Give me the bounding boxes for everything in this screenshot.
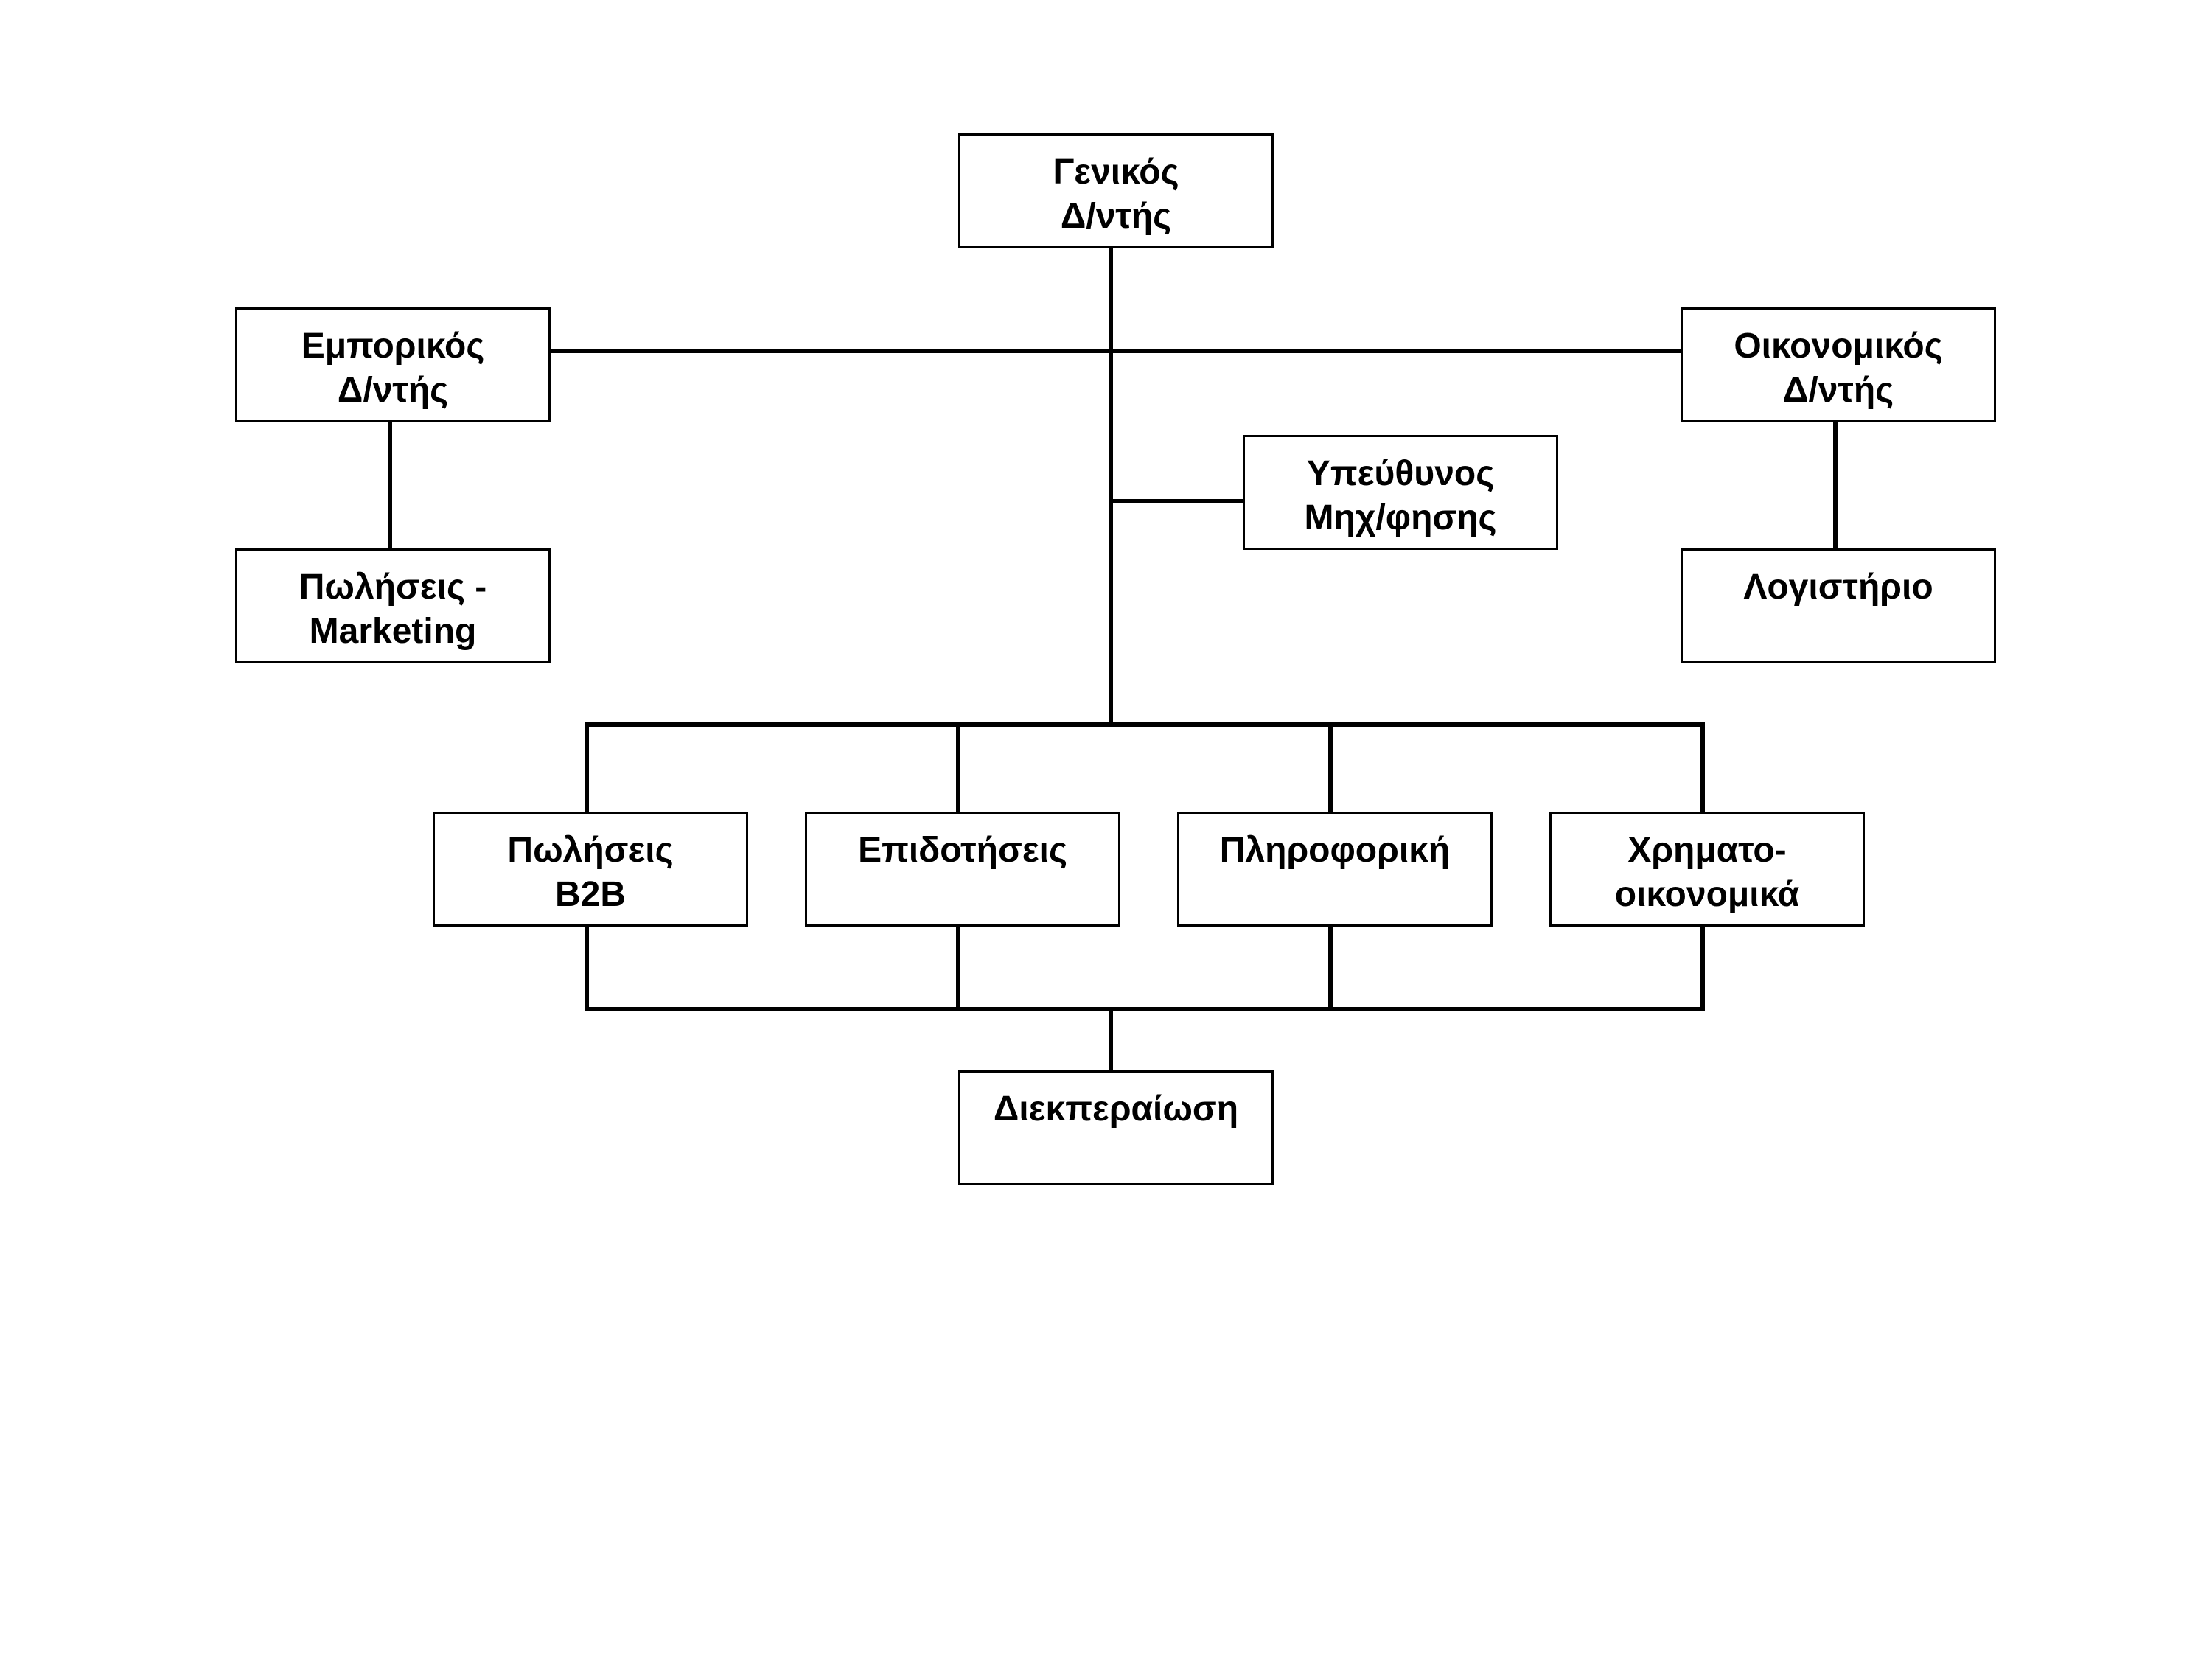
financial-line1: Χρηματο- bbox=[1627, 831, 1787, 870]
accounting-label: Λογιστήριο bbox=[1743, 568, 1933, 607]
financial-director-box: Οικονομικός Δ/ντής bbox=[1681, 307, 1996, 422]
financial-director-line1: Οικονομικός bbox=[1734, 327, 1943, 366]
mechanization-manager-line2: Μηχ/φησης bbox=[1304, 498, 1497, 537]
processing-label: Διεκπεραίωση bbox=[993, 1090, 1239, 1129]
commercial-director-box: Εμπορικός Δ/ντής bbox=[235, 307, 551, 422]
processing-box: Διεκπεραίωση bbox=[958, 1070, 1274, 1185]
mechanization-manager-line1: Υπεύθυνος bbox=[1306, 454, 1495, 493]
general-director-box: Γενικός Δ/ντής bbox=[958, 133, 1274, 248]
subsidies-box: Επιδοτήσεις bbox=[805, 812, 1120, 927]
commercial-director-line1: Εμπορικός bbox=[301, 327, 485, 366]
general-director-line2: Δ/ντής bbox=[1060, 197, 1172, 236]
financial-line2: οικονομικά bbox=[1614, 875, 1800, 914]
sales-b2b-line1: Πωλήσεις bbox=[507, 831, 674, 870]
general-director-line1: Γενικός bbox=[1053, 153, 1179, 192]
commercial-director-line2: Δ/ντής bbox=[337, 371, 449, 410]
sales-marketing-line2: Marketing bbox=[309, 612, 477, 651]
sales-marketing-line1: Πωλήσεις - bbox=[299, 568, 487, 607]
accounting-box: Λογιστήριο bbox=[1681, 548, 1996, 663]
informatics-label: Πληροφορική bbox=[1219, 831, 1451, 870]
financial-box: Χρηματο- οικονομικά bbox=[1549, 812, 1865, 927]
informatics-box: Πληροφορική bbox=[1177, 812, 1493, 927]
mechanization-manager-box: Υπεύθυνος Μηχ/φησης bbox=[1243, 435, 1558, 550]
sales-b2b-box: Πωλήσεις B2B bbox=[433, 812, 748, 927]
sales-b2b-line2: B2B bbox=[554, 875, 627, 914]
subsidies-label: Επιδοτήσεις bbox=[858, 831, 1067, 870]
financial-director-line2: Δ/ντής bbox=[1782, 371, 1894, 410]
sales-marketing-box: Πωλήσεις - Marketing bbox=[235, 548, 551, 663]
